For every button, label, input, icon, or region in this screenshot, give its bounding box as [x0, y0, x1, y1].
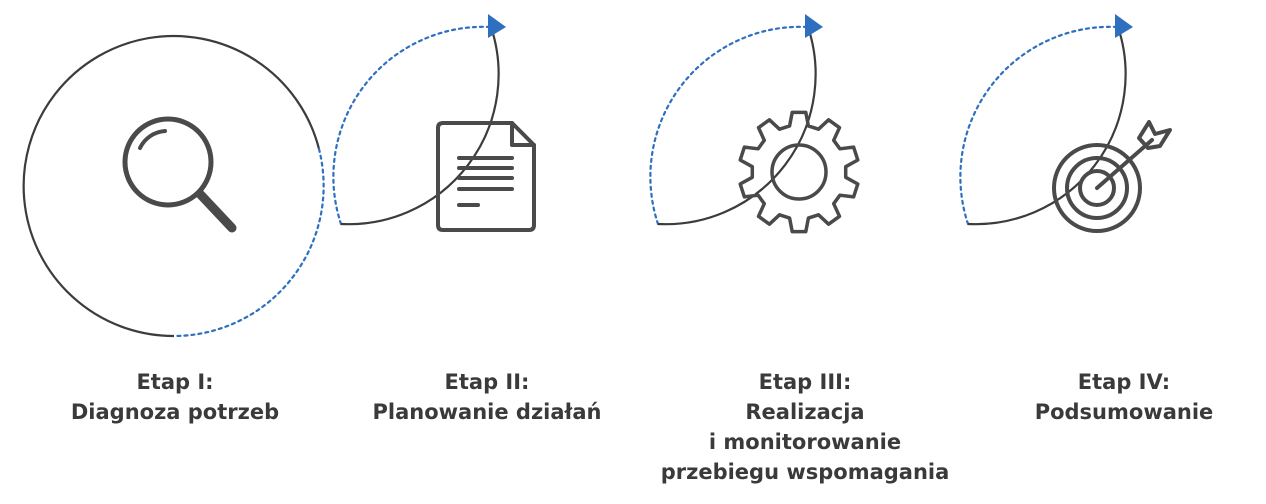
stage-circle-4: [959, 14, 1133, 226]
stage-description-line: Realizacja: [745, 400, 865, 424]
stage-title: Etap II:: [444, 370, 530, 394]
stage-description-line: Planowanie działań: [372, 400, 602, 424]
target-icon: [1052, 120, 1172, 233]
document-icon: [436, 121, 536, 232]
stage-title: Etap IV:: [1077, 370, 1171, 394]
stage-3-dotted-arc: [649, 25, 810, 226]
stage-circle-3: [649, 14, 823, 226]
arrow-head-icon: [1115, 14, 1133, 38]
stage-circle-1: [22, 34, 325, 338]
stage-4-solid-arc: [967, 26, 1127, 226]
stage-description-line: Diagnoza potrzeb: [70, 400, 280, 424]
arrow-head-icon: [805, 14, 823, 38]
stage-label-4: Etap IV: Podsumowanie: [964, 367, 1266, 427]
stage-circle-2: [332, 14, 506, 226]
stage-1-solid-arc: [22, 34, 321, 338]
stage-3-solid-arc: [657, 26, 817, 226]
stage-2-solid-arc: [340, 26, 500, 226]
magnifier-icon: [122, 116, 237, 233]
stage-2-dotted-arc: [332, 25, 493, 226]
stage-label-2: Etap II: Planowanie działań: [327, 367, 647, 427]
stage-label-3: Etap III: Realizacja i monitorowanie prz…: [645, 367, 965, 487]
stage-description-line: Podsumowanie: [1034, 400, 1214, 424]
stage-description-line: i monitorowanie: [708, 430, 902, 454]
arrow-head-icon: [488, 14, 506, 38]
stage-1-dotted-arc: [172, 147, 325, 338]
stage-label-1: Etap I: Diagnoza potrzeb: [15, 367, 335, 427]
stage-description-line: przebiegu wspomagania: [660, 460, 950, 484]
stage-title: Etap I:: [136, 370, 214, 394]
stage-title: Etap III:: [758, 370, 852, 394]
stage-4-dotted-arc: [959, 25, 1120, 226]
gear-icon: [738, 110, 860, 234]
